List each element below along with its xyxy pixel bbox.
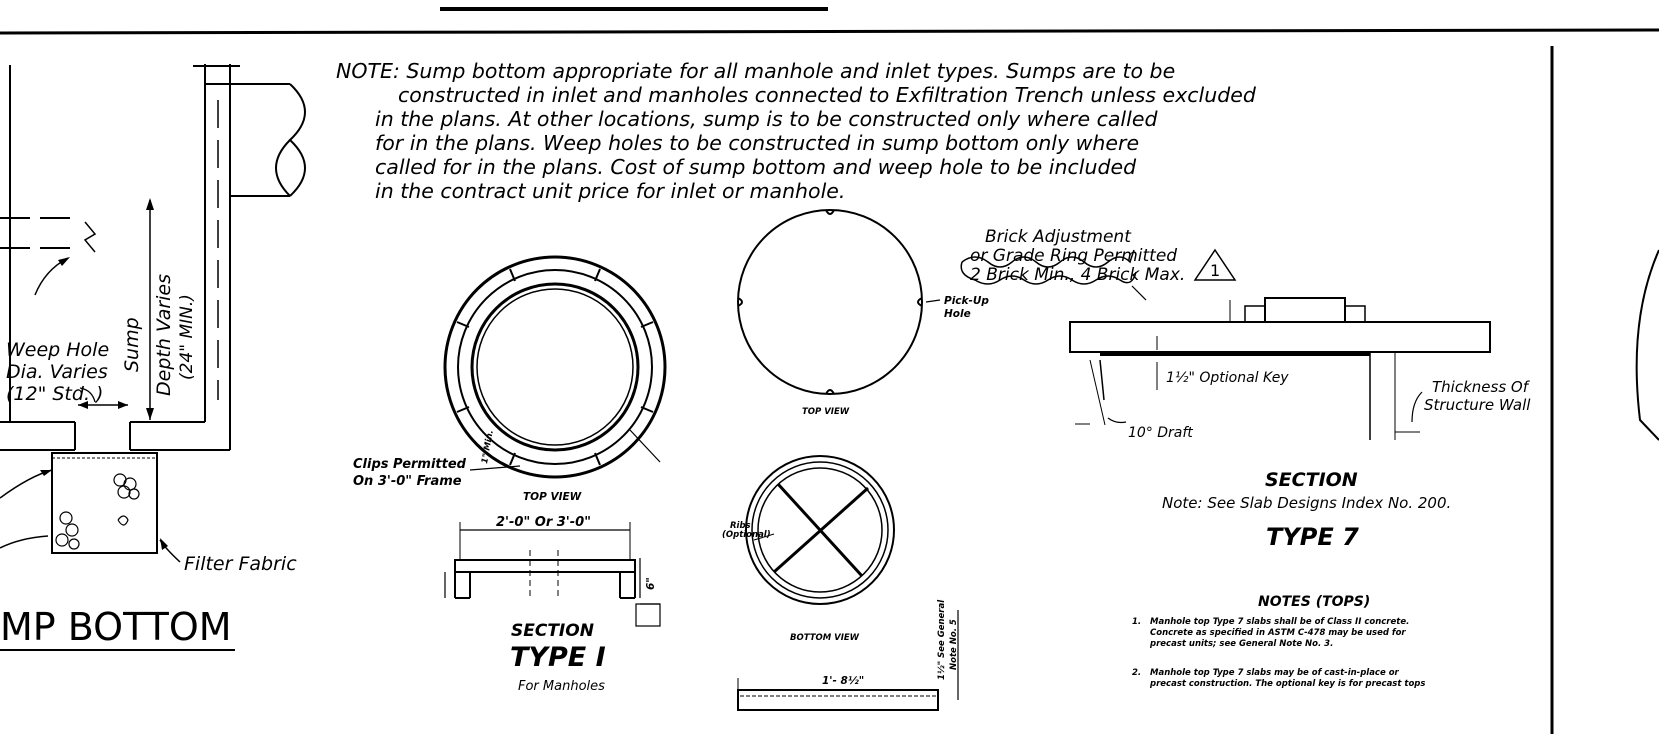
notes-title: NOTES (TOPS)	[1258, 594, 1370, 610]
thickness-label-1: Thickness Of	[1432, 378, 1531, 396]
sheet-border-top	[0, 28, 1659, 35]
filter-fabric-label: Filter Fabric	[184, 553, 297, 575]
type7-section	[960, 248, 1491, 440]
type1-top-view	[443, 255, 667, 479]
revision-number: 1	[1210, 261, 1220, 280]
type1-subtitle: For Manholes	[518, 679, 605, 694]
sump-bottom-title: MP BOTTOM	[0, 605, 232, 649]
sump-label: Sump	[121, 317, 143, 372]
note-line-1: NOTE: Sump bottom appropriate for all ma…	[336, 59, 1175, 83]
weep-hole-label-3: (12" Std. )	[6, 383, 103, 405]
note-line-2: constructed in inlet and manholes connec…	[398, 83, 1257, 107]
cover-side-note-1: 1½" See General	[937, 599, 947, 680]
weep-hole-label-1: Weep Hole	[6, 339, 109, 361]
callout-line-1: Brick Adjustment	[985, 227, 1132, 247]
note2-line2: precast construction. The optional key i…	[1149, 679, 1425, 689]
type1-section-label: SECTION	[511, 621, 594, 641]
ribs-label-2: (Optional)	[722, 530, 771, 540]
cover-side-note-2: Note No. 5	[949, 619, 959, 670]
pickup-label-1: Pick-Up	[944, 295, 989, 307]
thickness-label-2: Structure Wall	[1424, 396, 1531, 414]
type7-title: TYPE 7	[1266, 523, 1359, 551]
type1-dim-width: 2'-0" Or 3'-0"	[496, 515, 591, 530]
note2-line1: Manhole top Type 7 slabs may be of cast-…	[1150, 668, 1400, 678]
type1-top-view-label: TOP VIEW	[523, 491, 582, 503]
note1-line1: Manhole top Type 7 slabs shall be of Cla…	[1150, 617, 1409, 627]
type1-title: TYPE I	[510, 642, 606, 673]
type1-section	[444, 522, 661, 627]
sump-detail	[0, 64, 306, 651]
note-line-3: in the plans. At other locations, sump i…	[375, 107, 1158, 131]
type7-section-label: SECTION	[1265, 469, 1358, 491]
callout-line-2: or Grade Ring Permitted	[970, 246, 1177, 266]
slab-note: Note: See Slab Designs Index No. 200.	[1162, 494, 1451, 512]
cover-bottom-view-label: BOTTOM VIEW	[790, 633, 860, 643]
clips-label-2: On 3'-0" Frame	[353, 474, 462, 489]
note-line-6: in the contract unit price for inlet or …	[375, 179, 845, 203]
type1-dim-height: 6"	[645, 577, 657, 590]
pickup-label-2: Hole	[944, 308, 971, 320]
cover-dim: 1'- 8½"	[822, 675, 864, 687]
cover-bottom-view	[745, 455, 895, 605]
draft-label: 10° Draft	[1128, 425, 1193, 441]
depth-label-2: (24" MIN.)	[177, 294, 197, 380]
note1-num: 1.	[1132, 617, 1141, 627]
min-label: 1" Min.	[480, 429, 496, 464]
depth-label-1: Depth Varies	[153, 274, 175, 396]
clips-label-1: Clips Permitted	[353, 457, 467, 472]
cover-top-view-label: TOP VIEW	[802, 407, 850, 417]
cover-section	[737, 610, 959, 711]
note1-line3: precast units; see General Note No. 3.	[1149, 639, 1333, 649]
cover-top-view	[737, 209, 941, 395]
ribs-label-1: Ribs	[730, 521, 751, 531]
note-line-4: for in the plans. Weep holes to be const…	[375, 131, 1139, 155]
callout-line-3: 2 Brick Min., 4 Brick Max.	[970, 265, 1185, 285]
weep-hole-label-2: Dia. Varies	[6, 361, 108, 383]
edge-arc	[1635, 249, 1659, 441]
note2-num: 2.	[1132, 668, 1141, 678]
note-line-5: called for in the plans. Cost of sump bo…	[375, 155, 1137, 179]
optional-key-label: 1½" Optional Key	[1166, 370, 1289, 386]
note1-line2: Concrete as specified in ASTM C-478 may …	[1150, 628, 1406, 638]
